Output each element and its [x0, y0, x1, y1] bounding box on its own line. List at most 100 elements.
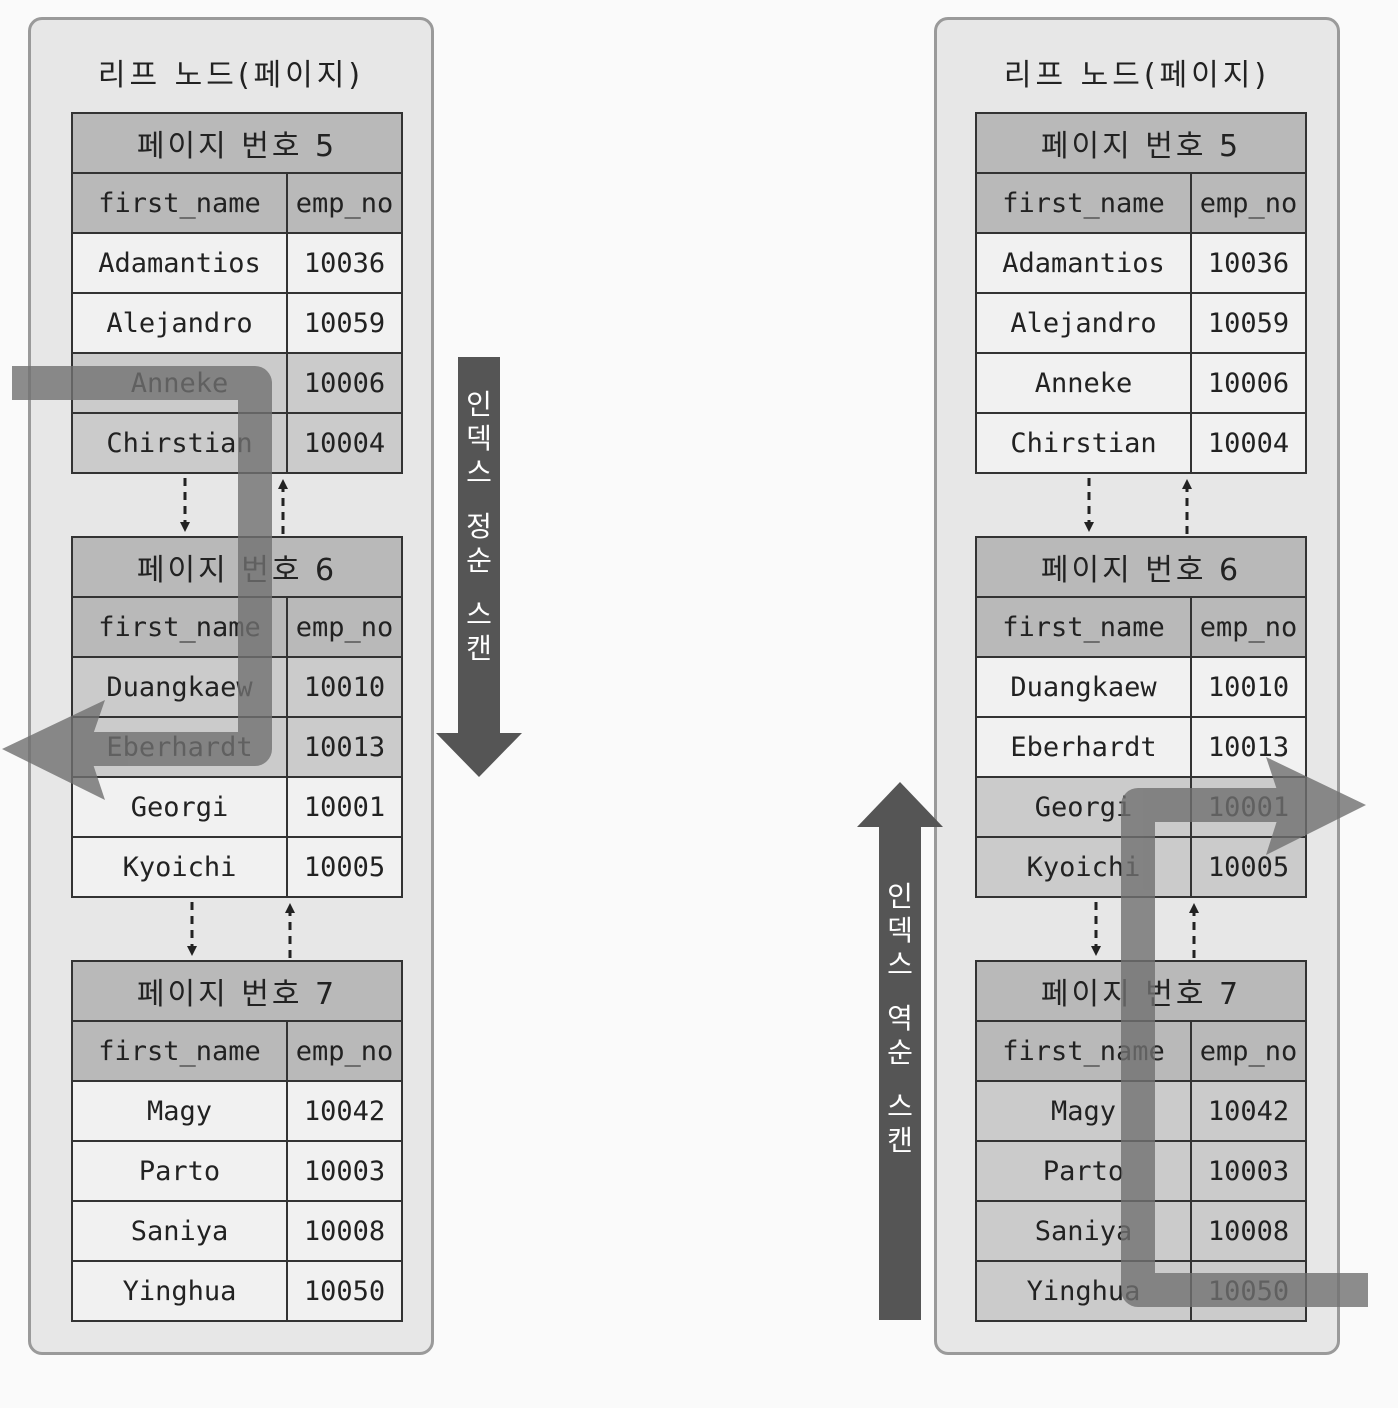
cell-emp-no: 10036 — [1189, 232, 1308, 294]
label-char: 덱 — [466, 422, 492, 455]
cell-first-name: Alejandro — [71, 292, 288, 354]
cell-emp-no: 10010 — [1189, 656, 1308, 718]
page-header: 페이지 번호 7 — [70, 960, 404, 1022]
cell-emp-no: 10004 — [285, 412, 404, 474]
label-char: 순 — [887, 1036, 913, 1069]
label-char: 덱 — [887, 914, 913, 947]
column-header-emp-no: emp_no — [285, 596, 404, 658]
column-header-emp-no: emp_no — [1189, 1020, 1308, 1082]
cell-first-name: Saniya — [975, 1200, 1192, 1262]
label-char: 순 — [466, 544, 492, 577]
column-header-first-name: first_name — [71, 1020, 288, 1082]
label-gap — [459, 578, 499, 598]
label-char: 스 — [466, 456, 492, 489]
cell-emp-no: 10059 — [1189, 292, 1308, 354]
leaf-node-title: 리프 노드(페이지) — [97, 58, 365, 93]
cell-emp-no: 10013 — [285, 716, 404, 778]
cell-emp-no: 10059 — [285, 292, 404, 354]
cell-emp-no: 10008 — [1189, 1200, 1308, 1262]
label-char: 역 — [887, 1002, 913, 1035]
cell-first-name: Parto — [975, 1140, 1192, 1202]
page-header: 페이지 번호 5 — [70, 112, 404, 174]
label-gap — [880, 982, 920, 1002]
column-header-first-name: first_name — [975, 172, 1192, 234]
cell-emp-no: 10005 — [1189, 836, 1308, 898]
cell-emp-no: 10003 — [285, 1140, 404, 1202]
column-header-emp-no: emp_no — [1189, 172, 1308, 234]
cell-emp-no: 10010 — [285, 656, 404, 718]
leaf-node-title: 리프 노드(페이지) — [1003, 58, 1271, 93]
cell-first-name: Eberhardt — [975, 716, 1192, 778]
cell-emp-no: 10042 — [1189, 1080, 1308, 1142]
label-char: 캔 — [887, 1124, 913, 1157]
forward-scan-path — [2, 366, 272, 800]
column-header-first-name: first_name — [975, 596, 1192, 658]
cell-emp-no: 10006 — [285, 352, 404, 414]
cell-emp-no: 10036 — [285, 232, 404, 294]
cell-first-name: Duangkaew — [975, 656, 1192, 718]
column-header-emp-no: emp_no — [285, 172, 404, 234]
cell-first-name: Yinghua — [71, 1260, 288, 1322]
label-char: 인 — [466, 388, 492, 421]
cell-first-name: Alejandro — [975, 292, 1192, 354]
label-gap — [459, 490, 499, 510]
label-char: 스 — [466, 598, 492, 631]
cell-first-name: Anneke — [975, 352, 1192, 414]
cell-first-name: Georgi — [71, 776, 288, 838]
page-header: 페이지 번호 6 — [70, 536, 404, 598]
label-char: 스 — [887, 1090, 913, 1123]
cell-first-name: Magy — [71, 1080, 288, 1142]
forward-scan-arrow — [436, 357, 522, 777]
column-header-emp-no: emp_no — [285, 1020, 404, 1082]
cell-emp-no: 10004 — [1189, 412, 1308, 474]
page-header: 페이지 번호 6 — [974, 536, 1308, 598]
column-header-emp-no: emp_no — [1189, 596, 1308, 658]
backward-scan-path — [1121, 757, 1368, 1307]
cell-emp-no: 10050 — [285, 1260, 404, 1322]
label-char: 캔 — [466, 632, 492, 665]
column-header-first-name: first_name — [71, 172, 288, 234]
label-char: 정 — [466, 510, 492, 543]
label-char: 스 — [887, 948, 913, 981]
cell-emp-no: 10013 — [1189, 716, 1308, 778]
cell-first-name: Adamantios — [71, 232, 288, 294]
cell-emp-no: 10042 — [285, 1080, 404, 1142]
label-gap — [880, 1070, 920, 1090]
page-header: 페이지 번호 5 — [974, 112, 1308, 174]
cell-first-name: Kyoichi — [975, 836, 1192, 898]
backward-scan-arrow — [857, 782, 943, 1320]
cell-first-name: Parto — [71, 1140, 288, 1202]
cell-emp-no: 10006 — [1189, 352, 1308, 414]
cell-first-name: Adamantios — [975, 232, 1192, 294]
cell-first-name: Saniya — [71, 1200, 288, 1262]
cell-emp-no: 10001 — [285, 776, 404, 838]
cell-emp-no: 10008 — [285, 1200, 404, 1262]
cell-emp-no: 10003 — [1189, 1140, 1308, 1202]
label-char: 인 — [887, 880, 913, 913]
cell-first-name: Magy — [975, 1080, 1192, 1142]
